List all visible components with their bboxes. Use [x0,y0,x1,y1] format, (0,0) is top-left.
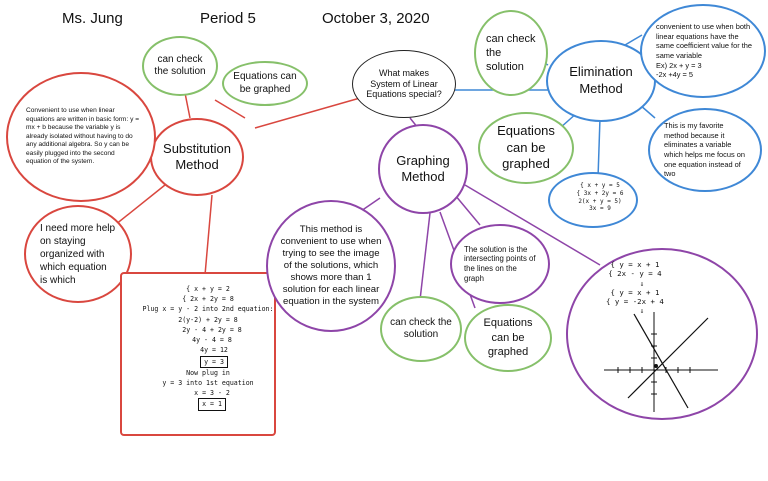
graphing-worked-example-node: { y = x + 1 { 2x - y = 4 ⇓ { y = x + 1 {… [566,248,758,420]
elim-work-line-3: 2(x + y = 5) [578,197,622,205]
substitution-method-title: Substitution Method [163,140,231,172]
graph-work-line-1: { y = x + 1 [610,260,660,269]
substitution-help-text: I need more help on staying organized wi… [40,222,116,286]
elimination-method-title: Elimination Method [569,64,633,96]
graph-work-line-5: { y = -2x + 4 [606,297,664,306]
graphing-method-node: Graphing Method [378,124,468,214]
sub-work-line-8: y = 3 [200,355,228,368]
elimination-favorite-node: This is my favorite method because it el… [648,108,762,192]
sub-work-line-7: 4y = 12 [200,346,228,355]
elimination-check-text: can check the solution [486,32,536,74]
elimination-graphed-text: Equations can be graphed [497,122,555,172]
graphing-convenient-text: This method is convenient to use when tr… [280,224,382,307]
elim-work-line-4: 3x = 9 [589,205,611,213]
hand-drawn-graph [604,312,718,412]
graphing-graphed-node: Equations can be graphed [464,304,552,372]
central-question-text: What makes System of Linear Equations sp… [366,68,442,100]
sub-work-line-12: x = 1 [198,398,226,411]
sub-work-line-2: { 2x + 2y = 8 [182,295,234,304]
graph-work-line-4: { y = x + 1 [610,287,660,297]
sub-work-line-3: Plug x = y - 2 into 2nd equation: [142,305,274,314]
sub-work-line-1: { x + y = 2 [186,285,230,293]
substitution-graphed-node: Equations can be graphed [222,61,308,106]
sub-work-line-4: 2(y-2) + 2y = 8 [178,315,238,324]
substitution-check-node: can check the solution [142,36,218,96]
lesson-date: October 3, 2020 [322,10,430,27]
graph-work-line-3: ⇓ [639,278,645,288]
elimination-convenient-text: convenient to use when both linear equat… [656,22,752,80]
graphing-check-node: can check the solution [380,296,462,362]
elimination-convenient-node: convenient to use when both linear equat… [640,4,766,98]
elim-work-line-1: { x + y = 5 [580,182,620,189]
graphing-intersect-node: The solution is the intersecting points … [450,224,550,304]
central-question-node: What makes System of Linear Equations sp… [352,50,456,118]
sub-work-line-9: Now plug in [186,368,230,377]
graph-work-line-6: ⇓ [639,306,645,316]
elimination-worked-example-node: { x + y = 5 { 3x + 2y = 6 2(x + y = 5) 3… [548,172,638,228]
elim-work-line-2: { 3x + 2y = 6 [576,189,624,197]
elimination-method-node: Elimination Method [546,40,656,122]
graphing-check-text: can check the solution [390,316,452,341]
substitution-check-text: can check the solution [154,53,206,78]
substitution-worked-example: { x + y = 2 { 2x + 2y = 8 Plug x = y - 2… [120,272,276,436]
substitution-help-node: I need more help on staying organized wi… [24,205,132,303]
elimination-check-node: can check the solution [474,10,548,96]
sub-work-line-6: 4y - 4 = 8 [192,336,232,345]
graphing-convenient-node: This method is convenient to use when tr… [266,200,396,332]
substitution-convenient-text: Convenient to use when linear equations … [26,107,140,166]
graph-work-line-2: { 2x - y = 4 [608,269,662,279]
graphing-intersect-text: The solution is the intersecting points … [464,244,536,283]
sub-work-line-10: y = 3 into 1st equation [162,378,254,387]
teacher-name: Ms. Jung [62,10,123,27]
sub-work-line-11: x = 3 - 2 [194,389,230,398]
graphing-method-title: Graphing Method [396,152,450,184]
class-period: Period 5 [200,10,256,27]
sub-work-line-5: 2y - 4 + 2y = 8 [182,325,242,334]
elimination-graphed-node: Equations can be graphed [478,112,574,184]
elimination-favorite-text: This is my favorite method because it el… [664,121,745,179]
substitution-graphed-text: Equations can be graphed [233,71,297,95]
graphing-graphed-text: Equations can be graphed [483,316,533,359]
substitution-convenient-node: Convenient to use when linear equations … [6,72,156,202]
substitution-method-node: Substitution Method [150,118,244,196]
